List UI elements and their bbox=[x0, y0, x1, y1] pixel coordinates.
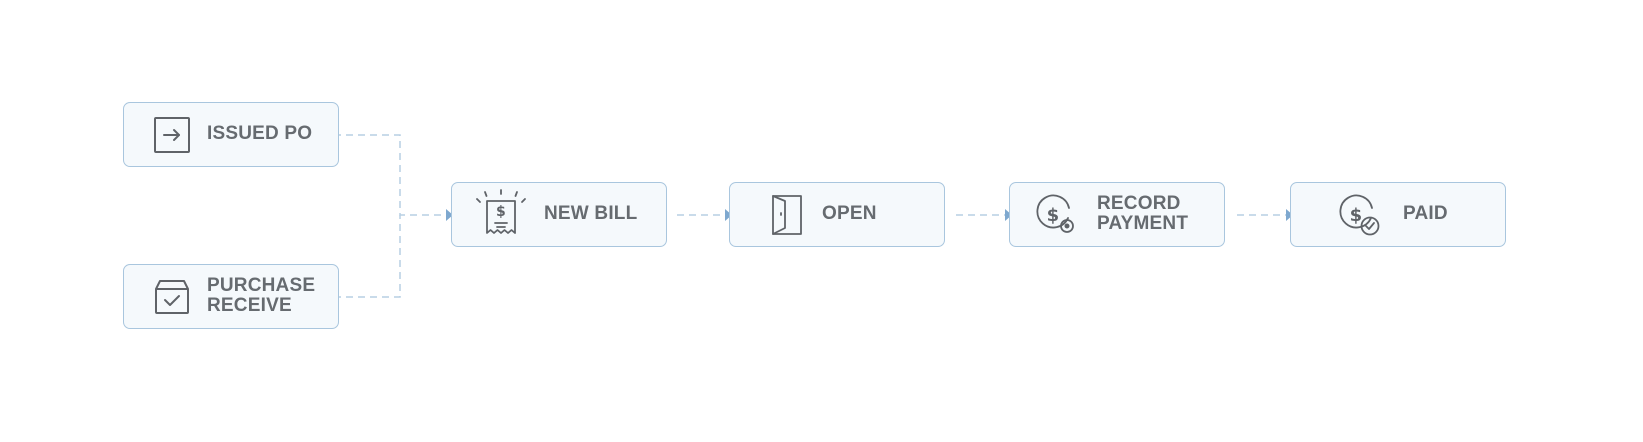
node-issued-po: ISSUED PO bbox=[123, 102, 339, 167]
arrowhead-new-bill bbox=[446, 209, 453, 221]
node-purchase-receive-line-2: RECEIVE bbox=[207, 295, 292, 316]
node-issued-po-line-1: ISSUED PO bbox=[207, 123, 313, 144]
dollar-gear-icon: $ bbox=[1034, 193, 1078, 237]
connector-purchase-receive-to-new-bill bbox=[334, 215, 401, 298]
node-issued-po-label: ISSUED PO bbox=[207, 124, 312, 144]
node-open-line-1: OPEN bbox=[822, 203, 877, 224]
arrowhead-paid bbox=[1286, 209, 1293, 221]
dollar-check-icon: $ bbox=[1337, 193, 1381, 237]
node-new-bill-label: NEW BILL bbox=[544, 204, 637, 224]
arrow-in-box-icon bbox=[150, 113, 194, 157]
node-record-payment: $ RECORD PAYMENT bbox=[1009, 182, 1225, 247]
node-purchase-receive-line-1: PURCHASE bbox=[207, 275, 316, 296]
arrowhead-record-payment bbox=[1005, 209, 1012, 221]
connector-issued-po-to-new-bill bbox=[334, 134, 446, 216]
node-new-bill-line-1: NEW BILL bbox=[544, 203, 638, 224]
box-check-icon bbox=[150, 275, 194, 319]
node-purchase-receive: PURCHASE RECEIVE bbox=[123, 264, 339, 329]
svg-text:$: $ bbox=[1350, 205, 1363, 226]
node-paid-line-1: PAID bbox=[1403, 203, 1448, 224]
node-record-payment-line-2: PAYMENT bbox=[1097, 213, 1189, 234]
node-paid: $ PAID bbox=[1290, 182, 1506, 247]
svg-text:$: $ bbox=[1047, 205, 1060, 226]
node-open-label: OPEN bbox=[822, 204, 877, 224]
svg-text:$: $ bbox=[496, 204, 506, 220]
door-icon bbox=[765, 193, 809, 237]
arrowhead-open bbox=[725, 209, 732, 221]
node-new-bill: $ NEW BILL bbox=[451, 182, 667, 247]
node-open: OPEN bbox=[729, 182, 945, 247]
node-paid-label: PAID bbox=[1403, 204, 1448, 224]
node-record-payment-label: RECORD PAYMENT bbox=[1097, 194, 1188, 234]
bill-receipt-icon: $ bbox=[474, 189, 528, 239]
node-purchase-receive-label: PURCHASE RECEIVE bbox=[207, 276, 315, 316]
node-record-payment-line-1: RECORD bbox=[1097, 193, 1181, 214]
